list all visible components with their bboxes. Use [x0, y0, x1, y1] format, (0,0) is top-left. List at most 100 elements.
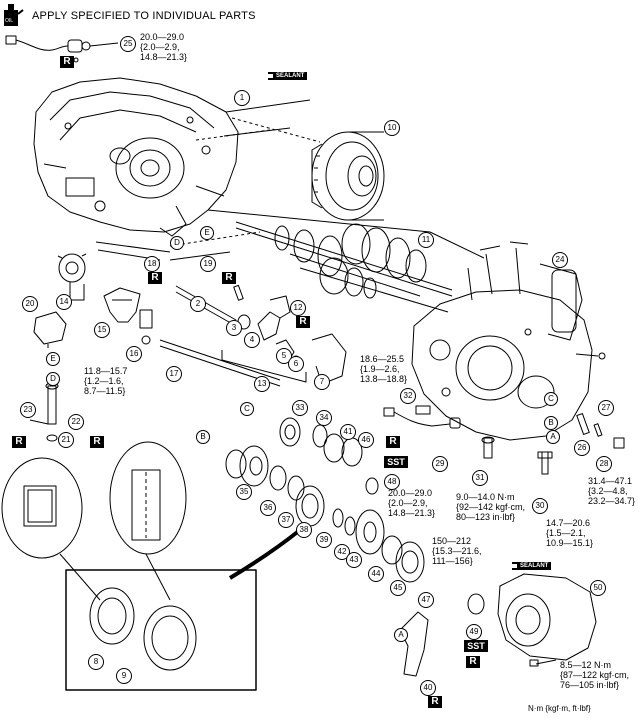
- oil-icon-label: OIL: [5, 18, 13, 24]
- extension-housing: [497, 573, 597, 667]
- marker-e-lever: E: [46, 352, 60, 366]
- differential-ring-gear: [311, 131, 385, 221]
- callout-13: 13: [254, 376, 270, 392]
- sensor-connector: [5, 35, 119, 63]
- sst-badge: SST: [464, 640, 488, 652]
- callout-29: 29: [432, 456, 448, 472]
- leader-lines: [169, 117, 321, 247]
- marker-a-fork: A: [394, 628, 408, 642]
- shift-lever-parts: [29, 311, 67, 442]
- guide-lines: [95, 99, 485, 261]
- callout-15: 15: [94, 322, 110, 338]
- callout-19: 19: [200, 256, 216, 272]
- replace-badge: R: [60, 56, 74, 68]
- transaxle-case: [411, 241, 606, 441]
- marker-c-case: C: [544, 392, 558, 406]
- callout-7: 7: [314, 374, 330, 390]
- sst-badge: SST: [384, 456, 408, 468]
- replace-badge: R: [466, 656, 480, 668]
- callout-10: 10: [384, 120, 400, 136]
- callout-43: 43: [346, 552, 362, 568]
- shift-fork-40: [399, 611, 429, 677]
- torque-spec-29: 20.0—29.0{2.0—2.9,14.8—21.3}: [388, 488, 436, 518]
- replace-badge: R: [12, 436, 26, 448]
- marker-a-case: A: [546, 430, 560, 444]
- torque-spec-48: 150—212{15.3—21.6,111—156}: [432, 536, 482, 566]
- callout-25: 25: [120, 36, 136, 52]
- torque-spec-50: 8.5—12 N·m{87—122 kgf·cm,76—105 in·lbf}: [560, 660, 630, 690]
- callout-26: 26: [574, 440, 590, 456]
- callout-30: 30: [532, 498, 548, 514]
- torque-spec-25: 20.0—29.0{2.0—2.9,14.8—21.3}: [140, 32, 188, 62]
- callout-14: 14: [56, 294, 72, 310]
- torque-spec-16: 11.8—15.7{1.2—1.6,8.7—11.5}: [84, 366, 128, 396]
- callout-40: 40: [420, 680, 436, 696]
- case-sensors: [383, 405, 553, 475]
- callout-37: 37: [278, 512, 294, 528]
- sealant-tag: SEALANT: [268, 72, 308, 80]
- callout-12: 12: [290, 300, 306, 316]
- callout-36: 36: [260, 500, 276, 516]
- callout-44: 44: [368, 566, 384, 582]
- marker-b-case: B: [544, 416, 558, 430]
- marker-d-lever: D: [46, 372, 60, 386]
- callout-41: 41: [340, 424, 356, 440]
- callout-34: 34: [316, 410, 332, 426]
- torque-spec-28: 31.4—47.1{3.2—4.8,23.2—34.7}: [588, 476, 636, 506]
- callout-24: 24: [552, 252, 568, 268]
- callout-21: 21: [58, 432, 74, 448]
- replace-badge: R: [90, 436, 104, 448]
- callout-18: 18: [144, 256, 160, 272]
- replace-badge: R: [296, 316, 310, 328]
- callout-47: 47: [418, 592, 434, 608]
- bracket-13: [221, 350, 307, 383]
- callout-32: 32: [400, 388, 416, 404]
- callout-50: 50: [590, 580, 606, 596]
- callout-22: 22: [68, 414, 84, 430]
- callout-1: 1: [234, 90, 250, 106]
- main-shafts: [235, 221, 453, 313]
- replace-badge: R: [386, 436, 400, 448]
- marker-b-bearing: B: [196, 430, 210, 444]
- callout-48: 48: [384, 474, 400, 490]
- replace-badge: R: [148, 272, 162, 284]
- callout-27: 27: [598, 400, 614, 416]
- torque-spec-18: 18.6—25.5{1.9—2.6,13.8—18.8}: [360, 354, 408, 384]
- callout-28: 28: [596, 456, 612, 472]
- callout-31: 31: [472, 470, 488, 486]
- pins-and-plug: [576, 413, 625, 449]
- torque-spec-31: 9.0—14.0 N·m{92—142 kgf·cm,80—123 in·lbf…: [456, 492, 526, 522]
- marker-d-housing: D: [170, 236, 184, 250]
- callout-33: 33: [292, 400, 308, 416]
- units-note: N·m {kgf·m, ft·lbf}: [528, 704, 591, 713]
- callout-8: 8: [88, 654, 104, 670]
- callout-20: 20: [22, 296, 38, 312]
- callout-38: 38: [296, 522, 312, 538]
- replace-badge: R: [222, 272, 236, 284]
- callout-2: 2: [190, 296, 206, 312]
- callout-35: 35: [236, 484, 252, 500]
- detail-panel: [1, 441, 302, 691]
- callout-6: 6: [288, 356, 304, 372]
- replace-badge: R: [428, 696, 442, 708]
- marker-e-housing: E: [200, 226, 214, 240]
- callout-3: 3: [226, 320, 242, 336]
- marker-c-bearing: C: [240, 402, 254, 416]
- callout-4: 4: [244, 332, 260, 348]
- clutch-housing: [33, 77, 239, 237]
- reverse-idler-gear: [57, 253, 87, 301]
- callout-9: 9: [116, 668, 132, 684]
- page-title: APPLY SPECIFIED TO INDIVIDUAL PARTS: [32, 10, 256, 22]
- bearing-stack: [225, 417, 485, 615]
- shift-forks-left: [103, 287, 153, 345]
- callout-39: 39: [316, 532, 332, 548]
- callout-16: 16: [126, 346, 142, 362]
- callout-23: 23: [20, 402, 36, 418]
- callout-11: 11: [418, 232, 434, 248]
- callout-17: 17: [166, 366, 182, 382]
- torque-spec-30: 14.7—20.6{1.5—2.1,10.9—15.1}: [546, 518, 594, 548]
- callout-46: 46: [358, 432, 374, 448]
- oil-can-icon: OIL: [2, 2, 24, 28]
